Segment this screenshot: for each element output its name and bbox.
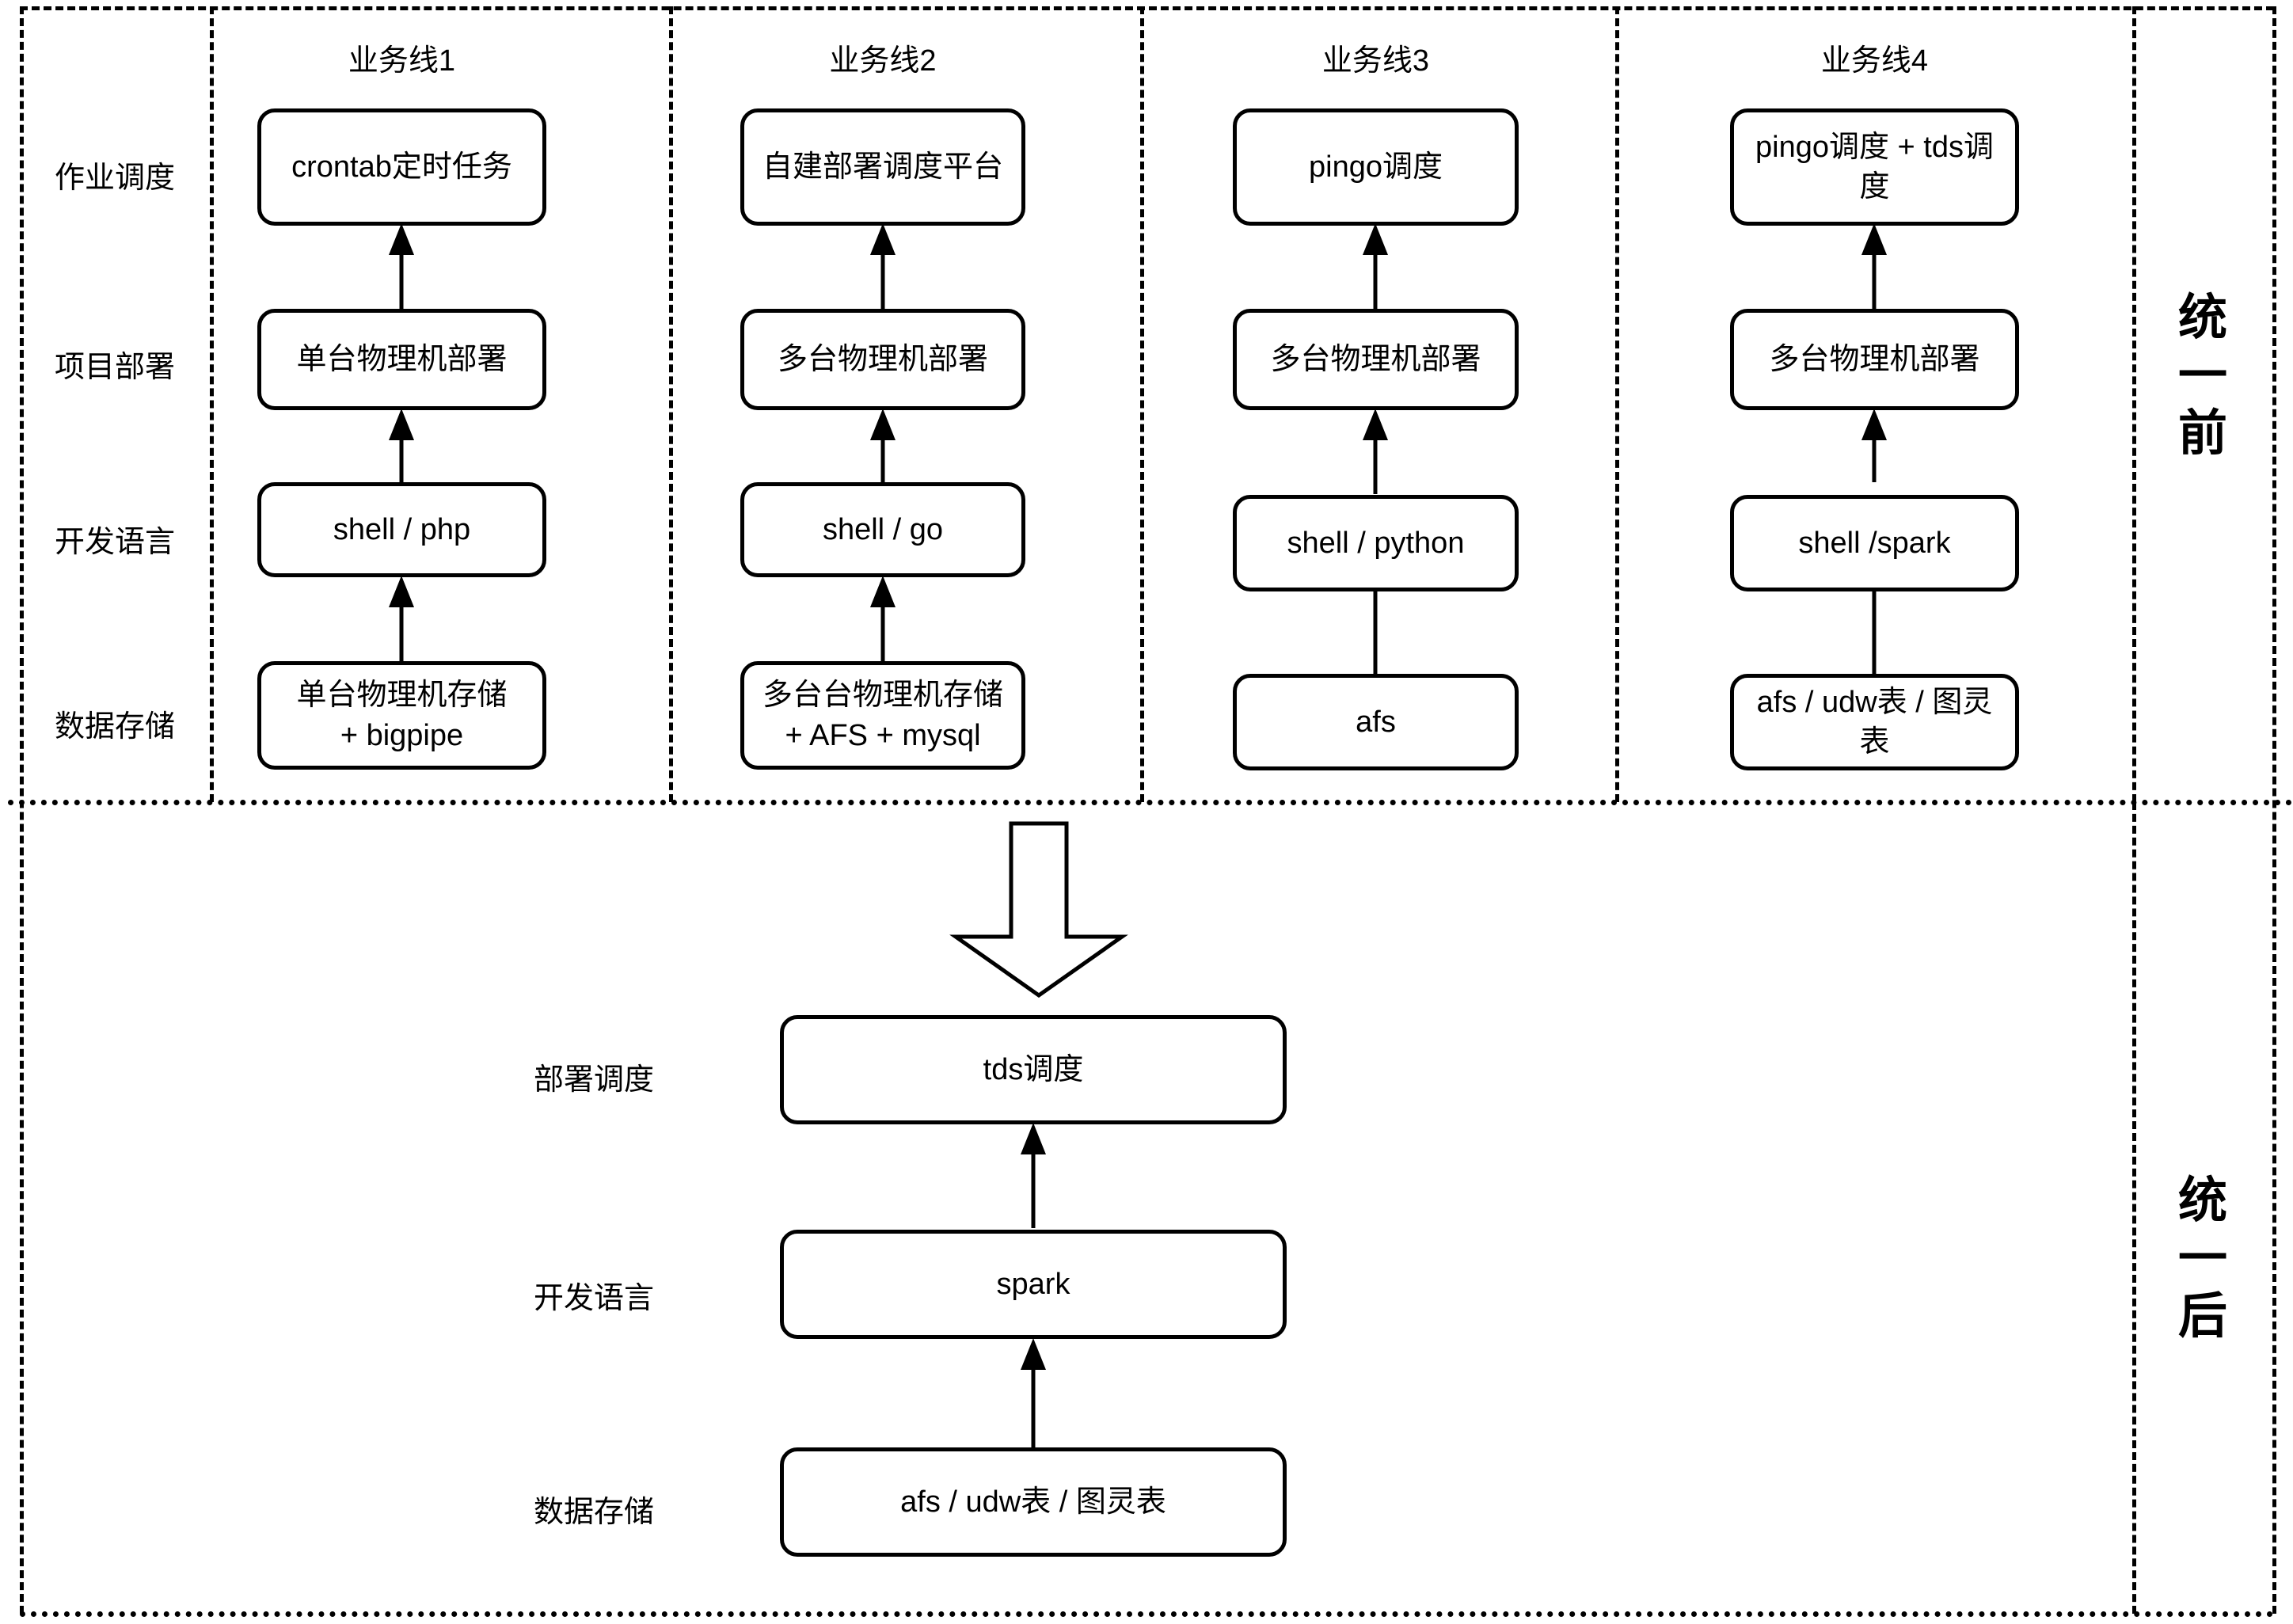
connector-line1-lang-to-deploy [389,409,414,482]
connector-line4-deploy-to-scheduling [1861,223,1887,309]
node-line1-dev-language[interactable]: shell / php [257,482,546,577]
connector-line2-deploy-to-scheduling [870,223,896,309]
node-line1-job-scheduling[interactable]: crontab定时任务 [257,108,546,226]
node-label: pingo调度 + tds调度 [1755,130,1994,203]
node-line1-project-deploy[interactable]: 单台物理机部署 [257,309,546,410]
node-label: shell /spark [1798,526,1951,560]
node-label: crontab定时任务 [291,150,512,184]
node-label: tds调度 [983,1052,1084,1086]
node-label: 多台物理机部署 [1270,342,1481,376]
row-label-data-storage: 数据存储 [54,710,175,744]
column-header-line3: 业务线3 [1321,44,1430,78]
node-after-dev-language[interactable]: spark [780,1230,1287,1339]
row-label-deploy-scheduling: 部署调度 [533,1063,654,1097]
node-label: spark [996,1267,1070,1301]
section-label-before: 统一前 [2177,291,2227,462]
node-label: afs [1356,705,1396,739]
node-line3-job-scheduling[interactable]: pingo调度 [1233,108,1519,226]
column-divider-labels [210,6,214,802]
frame-right-border [2272,6,2276,1614]
node-label: pingo调度 [1309,150,1443,184]
frame-bottom-border [20,1611,2274,1617]
row-label-project-deploy: 项目部署 [54,351,175,384]
node-line4-project-deploy[interactable]: 多台物理机部署 [1730,309,2019,410]
node-label: 多台物理机部署 [777,342,988,376]
node-after-data-storage[interactable]: afs / udw表 / 图灵表 [780,1447,1287,1557]
column-header-line2: 业务线2 [829,44,937,78]
connector-line3-lang-to-deploy [1363,409,1388,494]
node-line3-dev-language[interactable]: shell / python [1233,495,1519,591]
node-line2-data-storage[interactable]: 多台台物理机存储 + AFS + mysql [740,661,1025,770]
node-line1-data-storage[interactable]: 单台物理机存储 + bigpipe [257,661,546,770]
column-divider-3-4 [1615,6,1619,802]
node-label: shell / php [333,512,471,546]
connector-after-lang-to-scheduling [1021,1123,1046,1228]
row-label-after-data-storage: 数据存储 [533,1496,654,1529]
connector-line1-deploy-to-scheduling [389,223,414,309]
node-label: shell / go [822,512,944,546]
node-line4-dev-language[interactable]: shell /spark [1730,495,2019,591]
connector-line1-storage-to-lang [389,576,414,661]
node-label: 多台物理机部署 [1769,342,1980,376]
node-line3-data-storage[interactable]: afs [1233,674,1519,770]
connector-line3-deploy-to-scheduling [1363,223,1388,309]
node-after-deploy-scheduling[interactable]: tds调度 [780,1015,1287,1124]
node-line3-project-deploy[interactable]: 多台物理机部署 [1233,309,1519,410]
node-line2-project-deploy[interactable]: 多台物理机部署 [740,309,1025,410]
node-label: 单台物理机部署 [296,342,508,376]
node-label: afs / udw表 / 图灵表 [1756,685,1993,759]
node-label-line1: 多台台物理机存储 [762,679,1003,713]
column-divider-2-3 [1140,6,1144,802]
column-divider-1-2 [669,6,673,802]
node-label: 自建部署调度平台 [762,150,1003,184]
connector-line2-lang-to-deploy [870,409,896,482]
section-divider-horizontal [8,800,2293,805]
node-line2-job-scheduling[interactable]: 自建部署调度平台 [740,108,1025,226]
transition-down-arrow-icon [949,821,1128,998]
after-section-side-divider [2132,802,2136,1614]
node-label-line1: 单台物理机存储 [296,679,508,713]
column-header-line1: 业务线1 [348,44,456,78]
connector-line4-storage-to-lang [1872,588,1877,675]
row-label-job-scheduling: 作业调度 [54,162,175,195]
connector-line4-lang-to-deploy [1861,409,1887,482]
column-header-line4: 业务线4 [1820,44,1929,78]
node-line4-job-scheduling[interactable]: pingo调度 + tds调度 [1730,108,2019,226]
column-divider-4-side [2132,6,2136,802]
row-label-after-dev-language: 开发语言 [533,1282,654,1315]
node-label-line2: + bigpipe [340,718,464,752]
connector-line2-storage-to-lang [870,576,896,661]
node-line4-data-storage[interactable]: afs / udw表 / 图灵表 [1730,674,2019,770]
connector-after-storage-to-lang [1021,1338,1046,1447]
node-line2-dev-language[interactable]: shell / go [740,482,1025,577]
frame-left-border [20,6,24,1614]
node-label-line2: + AFS + mysql [785,718,981,752]
node-label: afs / udw表 / 图灵表 [900,1485,1166,1519]
frame-top-border [20,6,2274,10]
node-label: shell / python [1287,526,1465,560]
row-label-dev-language: 开发语言 [54,526,175,559]
section-label-after: 统一后 [2177,1173,2227,1344]
connector-line3-storage-to-lang [1373,588,1378,675]
